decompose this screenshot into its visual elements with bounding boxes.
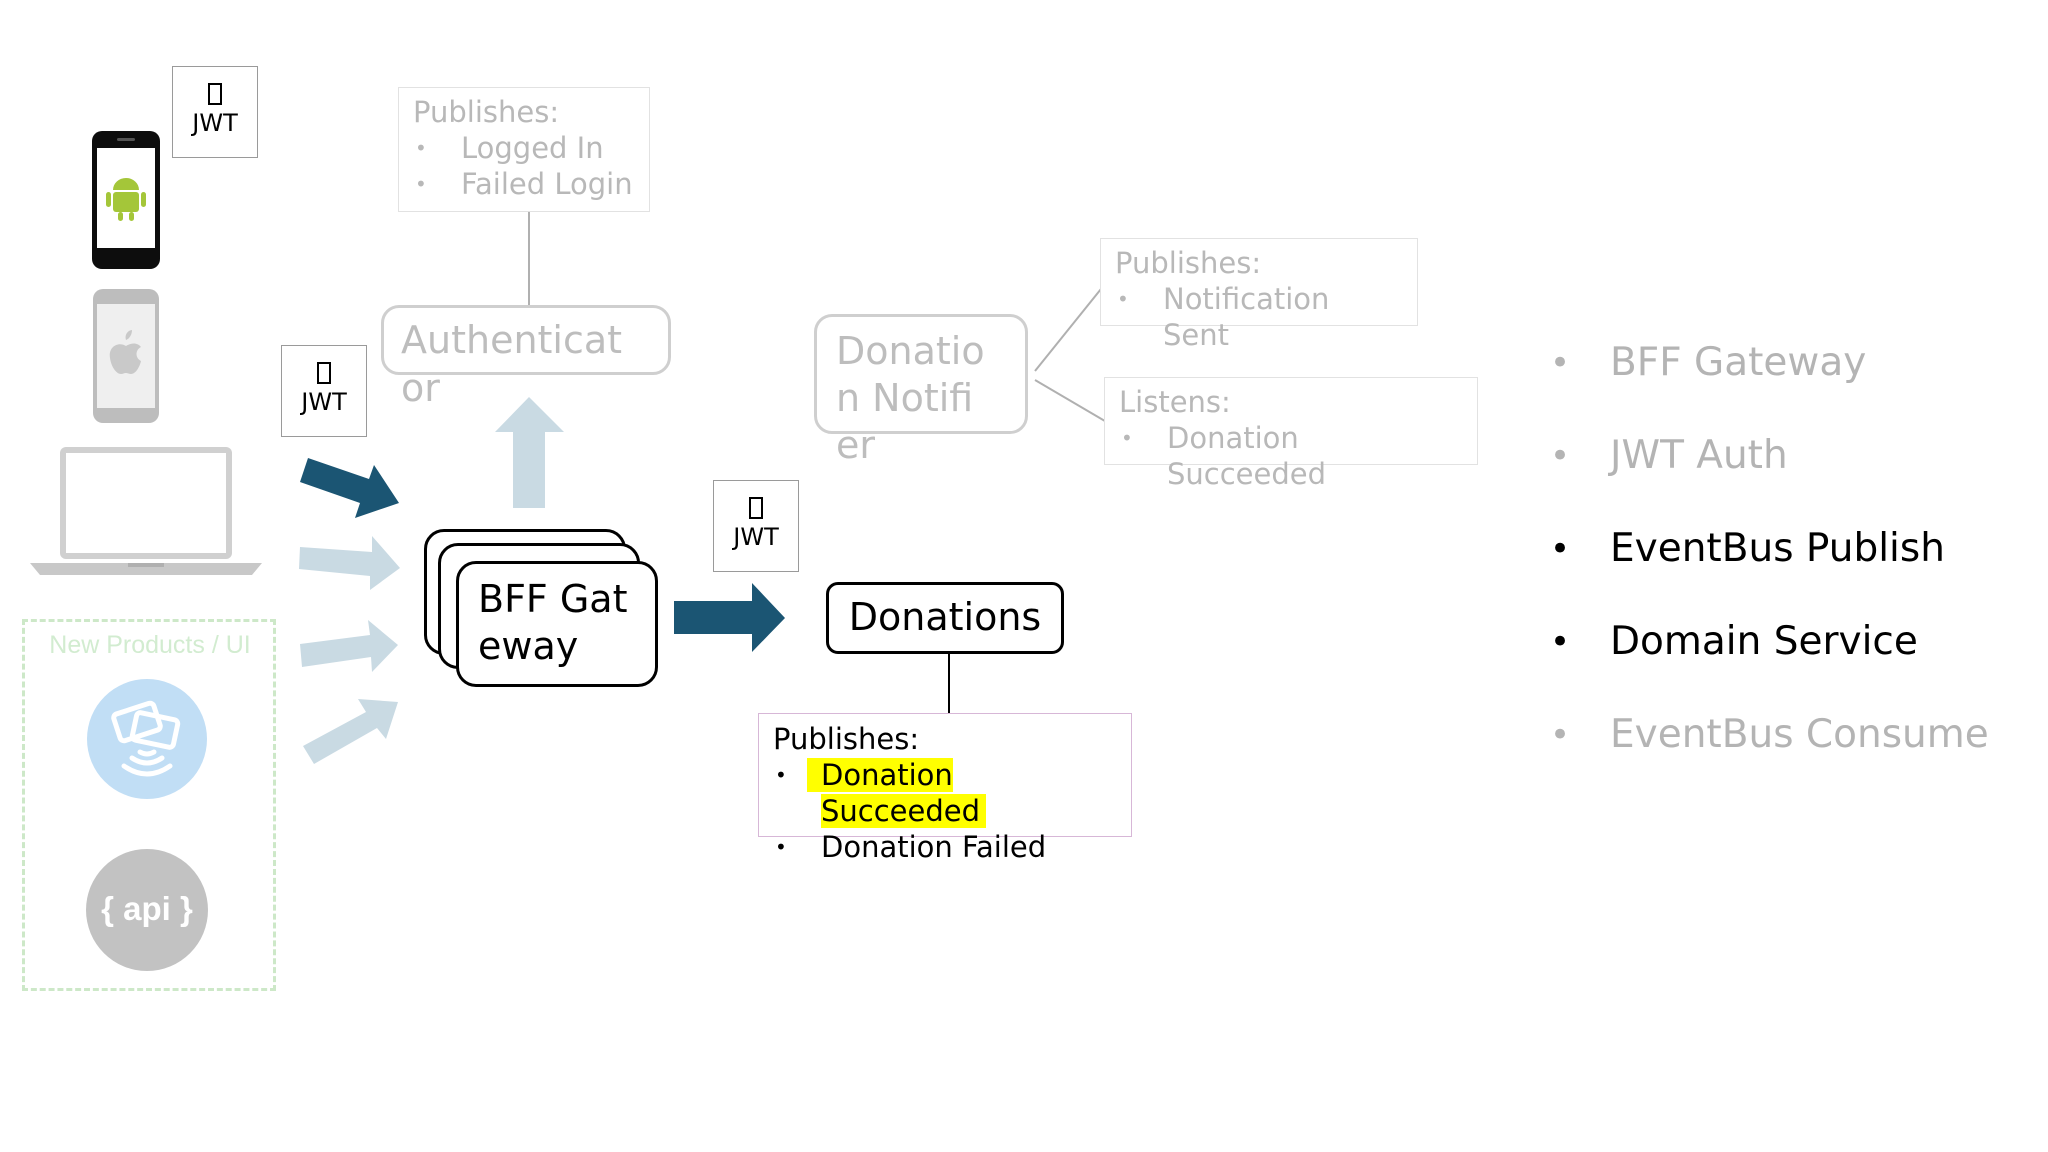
gateway-to-donations-arrow [674, 583, 785, 652]
agenda-item: JWT Auth [1550, 433, 1989, 526]
laptop-icon [28, 445, 264, 580]
notifier-label: Donation Notifier [836, 329, 985, 467]
publishes-header: Publishes: [413, 95, 560, 129]
agenda-item: EventBus Consume [1550, 712, 1989, 805]
payment-terminal-icon [86, 678, 208, 800]
jwt-badge-mobile: JWT [172, 66, 258, 158]
donations-publishes-box: Publishes: • Donation Succeeded • Donati… [758, 713, 1132, 864]
auth-arrow [495, 397, 564, 508]
document-icon [749, 497, 763, 519]
agenda-list: BFF Gateway JWT Auth EventBus Publish Do… [1550, 340, 1989, 805]
request-arrow-mobile [300, 458, 399, 518]
request-arrow-laptop [299, 536, 400, 590]
jwt-label: JWT [192, 109, 238, 137]
gateway-label: BFF Gateway [478, 577, 628, 668]
event-item-highlighted: Donation Succeeded [807, 758, 987, 828]
new-products-group [22, 619, 276, 991]
new-products-label: New Products / UI [49, 631, 251, 659]
api-icon [86, 849, 208, 971]
event-item: Logged In [413, 130, 635, 166]
iphone-icon [92, 288, 160, 424]
jwt-label: JWT [301, 388, 347, 416]
donations-label: Donations [848, 595, 1042, 639]
request-arrow-api [303, 699, 398, 764]
document-icon [317, 362, 331, 384]
notifier-node [814, 314, 1028, 434]
api-label: { api } [101, 890, 193, 927]
event-item: Failed Login [413, 166, 635, 202]
event-item: Donation Succeeded [1119, 420, 1463, 492]
notifier-listens-box: Listens: Donation Succeeded [1104, 377, 1478, 491]
jwt-label: JWT [733, 523, 779, 551]
agenda-item: BFF Gateway [1550, 340, 1989, 433]
event-item: Donation Failed [821, 830, 1047, 864]
publishes-header: Publishes: [773, 722, 920, 756]
authenticator-node [381, 305, 671, 375]
bullet: • [775, 763, 787, 787]
listens-header: Listens: [1119, 385, 1231, 419]
donations-node [826, 582, 1064, 654]
notifier-publish-connector [1034, 283, 1106, 372]
agenda-item-active: Domain Service [1550, 619, 1989, 712]
agenda-item-active: EventBus Publish [1550, 526, 1989, 619]
document-icon [208, 83, 222, 105]
notifier-publishes-box: Publishes: Notification Sent [1100, 238, 1418, 352]
gateway-instance-front [456, 561, 658, 687]
bullet: • [775, 835, 787, 859]
authenticator-publishes-box: Publishes: Logged In Failed Login [398, 87, 650, 212]
android-phone-icon [91, 130, 161, 270]
jwt-badge-donations: JWT [713, 480, 799, 572]
event-item: Notification Sent [1115, 281, 1403, 353]
notifier-listen-connector [1034, 379, 1111, 425]
jwt-badge-gateway: JWT [281, 345, 367, 437]
authenticator-label: Authenticator [401, 318, 623, 410]
publishes-header: Publishes: [1115, 246, 1262, 280]
request-arrow-terminal [300, 620, 398, 672]
